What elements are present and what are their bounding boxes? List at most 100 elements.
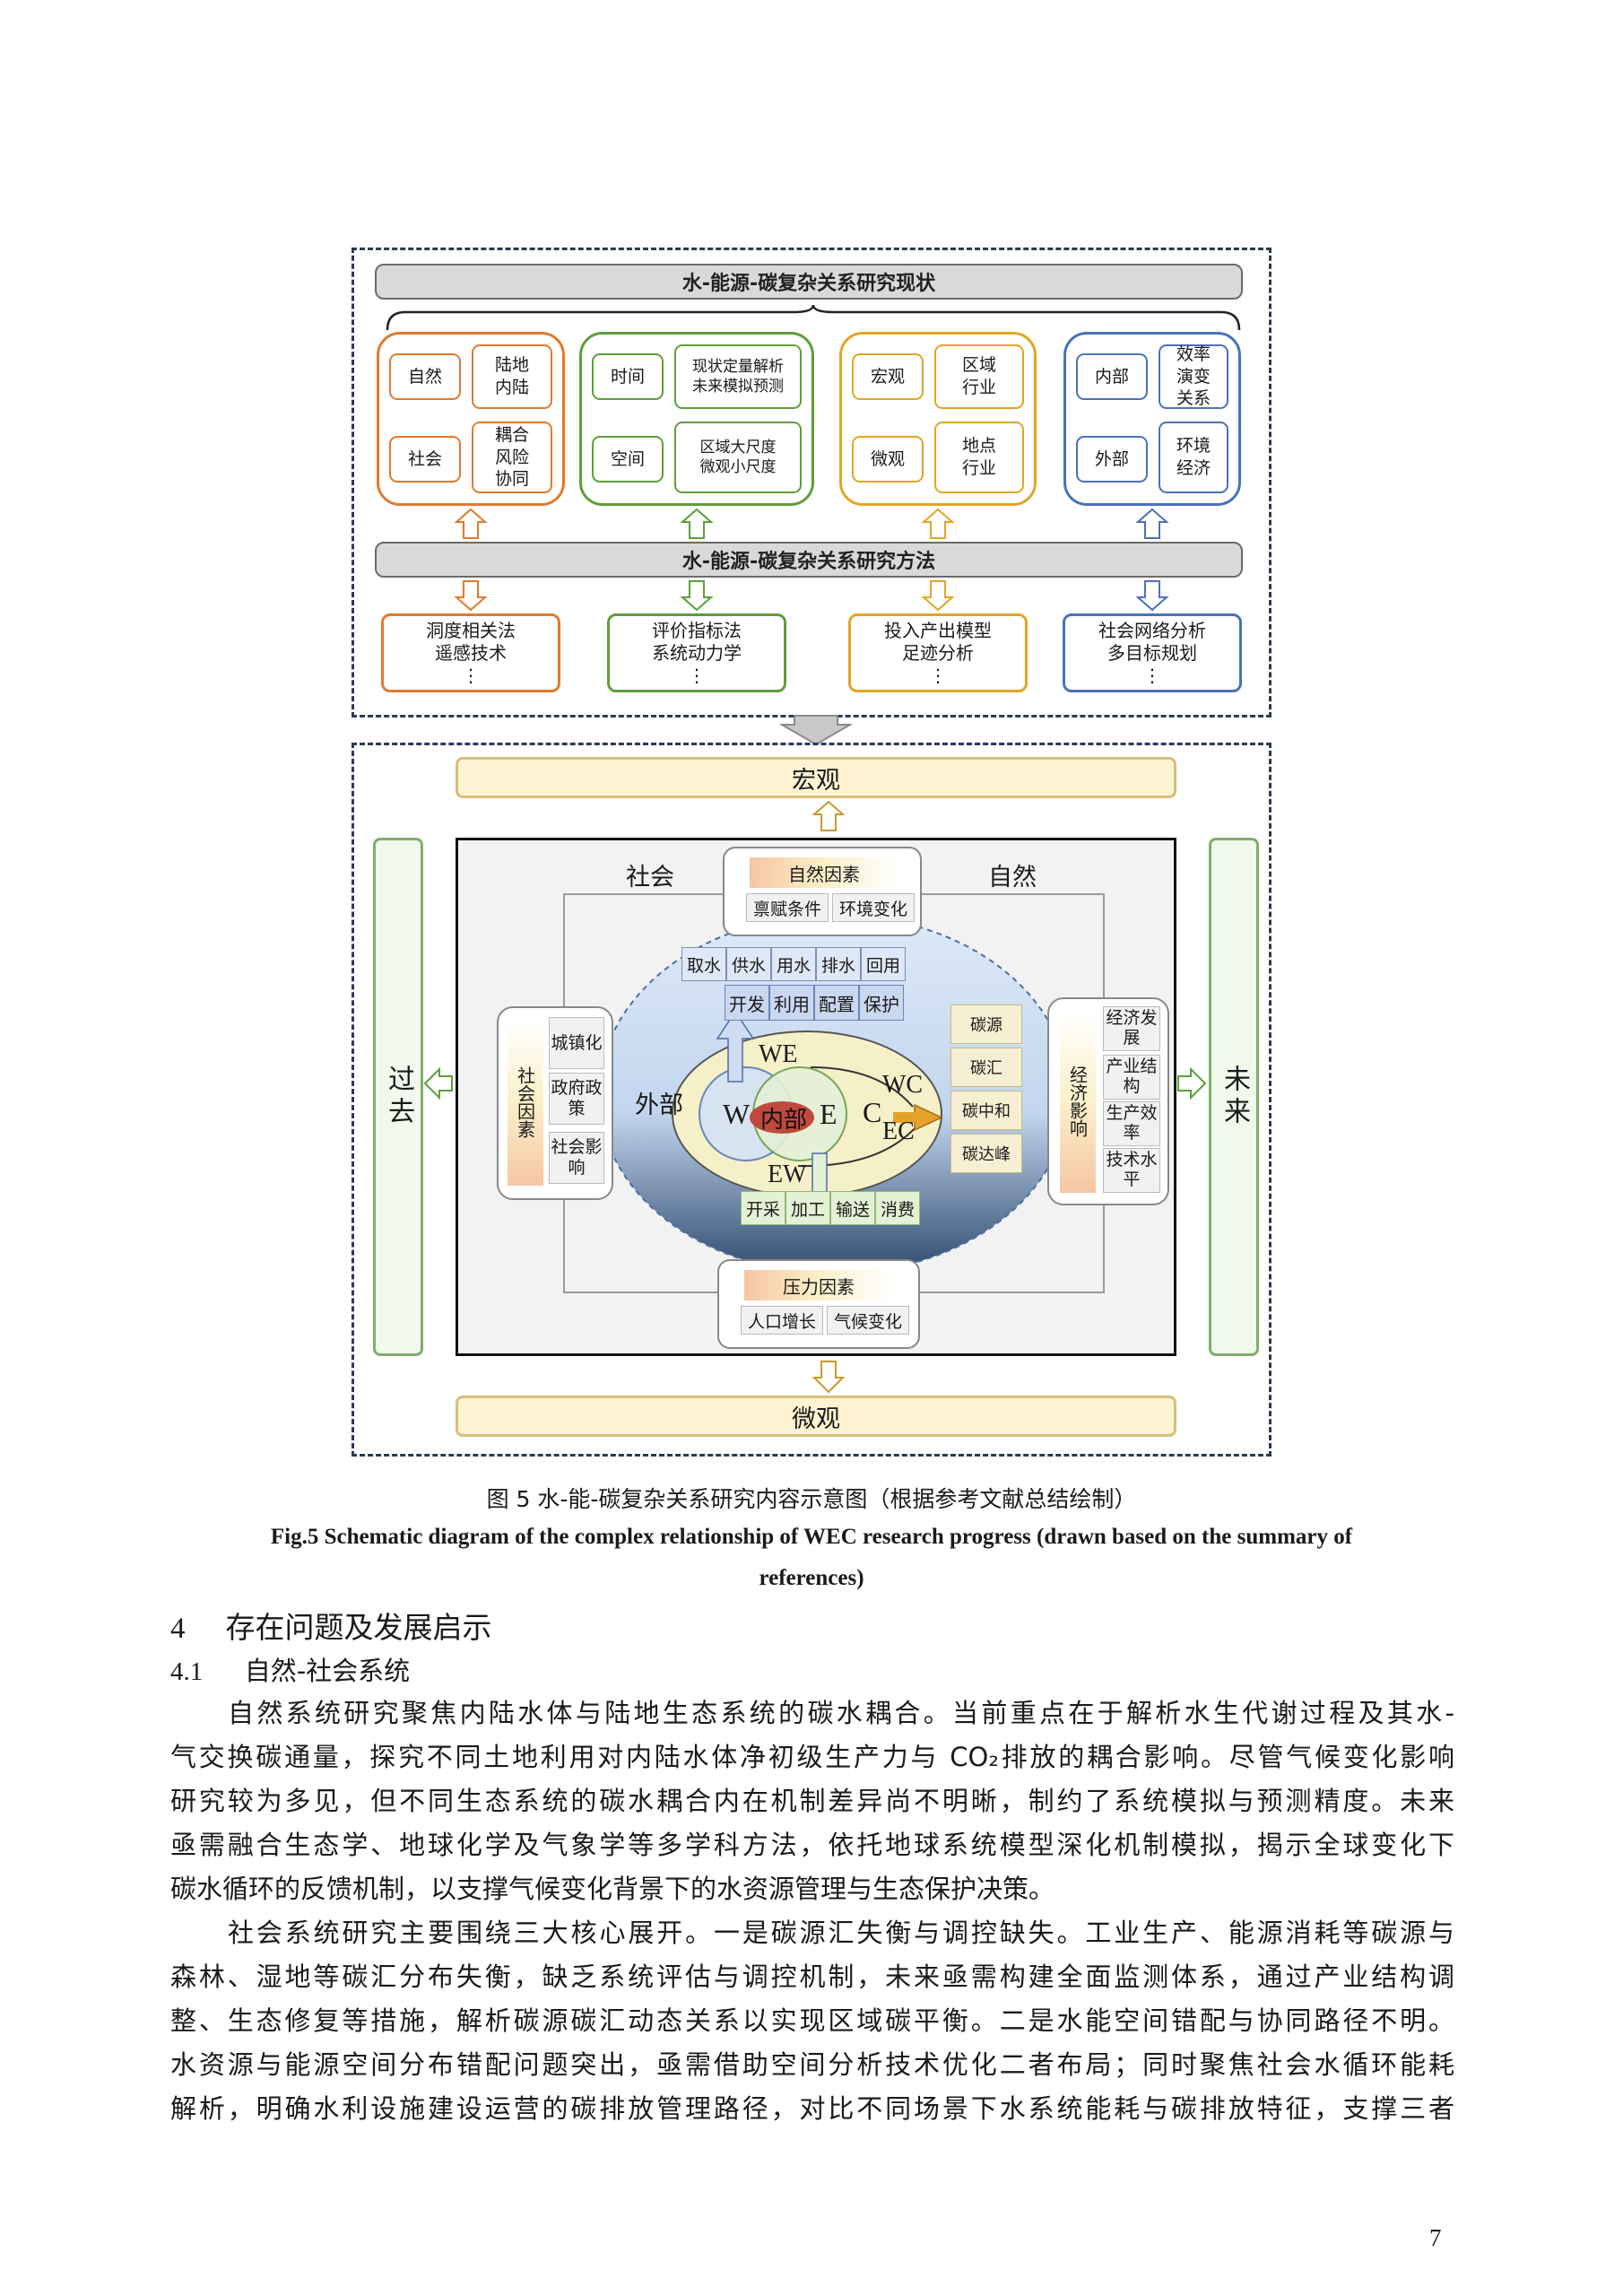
- development-cell: 配置: [814, 985, 859, 1021]
- development-cell: 开发: [725, 985, 769, 1021]
- category-label: 自然: [389, 353, 461, 400]
- body-line: 森林、湿地等碳汇分布失衡，缺乏系统评估与调控机制，未来亟需构建全面监测体系，通过…: [170, 1961, 1454, 1992]
- method-arrow: [1135, 580, 1169, 612]
- economic-impact-item: 经济发展: [1103, 1006, 1160, 1051]
- body-line: 气交换碳通量，探究不同土地利用对内陆水体净初级生产力与 CO₂排放的耦合影响。尽…: [170, 1742, 1454, 1772]
- label-we: WE: [759, 1040, 798, 1068]
- past-bar: 过去: [373, 838, 423, 1356]
- body-line: 亟需融合生态学、地球化学及气象学等多学科方法，依托地球系统模型深化机制模拟，揭示…: [170, 1830, 1454, 1860]
- pressure-factors-item: 人口增长: [741, 1306, 823, 1335]
- label-w: W: [723, 1098, 751, 1130]
- up-arrow-macro: [812, 800, 846, 831]
- label-wc: WC: [882, 1071, 924, 1099]
- method-arrow: [680, 508, 714, 539]
- category-detail: 环境 经济: [1159, 422, 1228, 493]
- economic-impact-item: 技术水平: [1103, 1148, 1160, 1193]
- method-arrow: [454, 580, 488, 612]
- body-line: 研究较为多见，但不同生态系统的碳水耦合内在机制差异尚不明晰，制约了系统模拟与预测…: [170, 1786, 1454, 1816]
- subsection-number: 4.1: [170, 1657, 204, 1686]
- category-label: 微观: [852, 436, 924, 483]
- body-line: 水资源与能源空间分布错配问题突出，亟需借助空间分析技术优化二者布局；同时聚焦社会…: [170, 2049, 1454, 2080]
- category-label: 时间: [592, 353, 664, 400]
- method-arrow: [921, 580, 955, 612]
- bottom-panel: [352, 743, 1271, 1457]
- category-detail: 区域大尺度 微观小尺度: [674, 422, 802, 493]
- water-process-cell: 回用: [861, 947, 906, 981]
- figure-caption-cn: 图 5 水-能-碳复杂关系研究内容示意图（根据参考文献总结绘制）: [486, 1486, 1137, 1512]
- figure-caption-en-1: Fig.5 Schematic diagram of the complex r…: [270, 1525, 1353, 1549]
- category-label: 外部: [1076, 436, 1148, 483]
- down-arrow: [780, 715, 852, 746]
- label-society: 社会: [626, 864, 674, 891]
- social-factor-item: 政府政策: [549, 1073, 604, 1125]
- category-label: 社会: [389, 436, 461, 483]
- method-arrow: [680, 580, 714, 612]
- label-ew: EW: [768, 1161, 807, 1188]
- energy-process-cell: 消费: [875, 1191, 920, 1225]
- methods-title: 水-能源-碳复杂关系研究方法: [375, 542, 1243, 578]
- subsection-heading: 4.1 自然-社会系统: [170, 1650, 410, 1688]
- carbon-cell: 碳汇: [950, 1048, 1022, 1087]
- category-detail: 效率 演变 关系: [1159, 344, 1228, 409]
- method-box: 评价指标法 系统动力学 ⋮: [607, 613, 786, 692]
- brace: [386, 304, 1241, 331]
- method-arrow: [921, 508, 955, 539]
- label-e: E: [820, 1098, 838, 1130]
- economic-impact-item: 产业结构: [1103, 1055, 1160, 1100]
- method-box: 社会网络分析 多目标规划 ⋮: [1063, 613, 1242, 692]
- label-c: C: [863, 1096, 882, 1128]
- natural-factors-title: 自然因素: [750, 857, 898, 888]
- section-number: 4: [170, 1613, 186, 1645]
- category-detail: 陆地 内陆: [472, 344, 552, 409]
- carbon-cell: 碳达峰: [950, 1134, 1022, 1173]
- natural-factors-item: 禀赋条件: [746, 893, 829, 922]
- economic-impact-title: 经济影响: [1060, 1010, 1096, 1193]
- pressure-factors-item: 气候变化: [827, 1306, 909, 1335]
- right-arrow: [1177, 1066, 1207, 1100]
- figure-caption-en-2: references): [759, 1566, 864, 1590]
- label-ec: EC: [882, 1118, 915, 1145]
- category-detail: 现状定量解析 未来模拟预测: [674, 344, 802, 409]
- energy-process-cell: 输送: [830, 1191, 875, 1225]
- social-factor-item: 社会影响: [549, 1132, 604, 1184]
- body-line: 社会系统研究主要围绕三大核心展开。一是碳源汇失衡与调控缺失。工业生产、能源消耗等…: [228, 1918, 1454, 1948]
- status-title: 水-能源-碳复杂关系研究现状: [375, 264, 1243, 300]
- category-detail: 地点 行业: [934, 422, 1024, 493]
- water-process-cell: 排水: [816, 947, 861, 981]
- water-process-cell: 取水: [681, 947, 726, 981]
- future-bar: 未来: [1209, 838, 1259, 1356]
- category-label: 空间: [592, 436, 664, 483]
- micro-bar: 微观: [456, 1396, 1176, 1437]
- subsection-title: 自然-社会系统: [244, 1656, 411, 1686]
- social-factors-title: 社会因素: [508, 1019, 543, 1186]
- category-detail: 区域 行业: [934, 344, 1024, 409]
- body-line: 解析，明确水利设施建设运营的碳排放管理路径，对比不同场景下水系统能耗与碳排放特征…: [170, 2093, 1454, 2124]
- label-inner: 内部: [760, 1107, 808, 1134]
- category-detail: 耦合 风险 协同: [472, 422, 552, 493]
- macro-bar: 宏观: [456, 757, 1176, 798]
- water-process-cell: 供水: [726, 947, 771, 981]
- energy-process-cell: 开采: [741, 1191, 785, 1225]
- body-line: 整、生态修复等措施，解析碳源碳汇动态关系以实现区域碳平衡。二是水能空间错配与协同…: [170, 2005, 1454, 2036]
- method-arrow: [454, 508, 488, 539]
- pressure-factors-title: 压力因素: [744, 1270, 893, 1300]
- development-cell: 保护: [859, 985, 904, 1021]
- method-box: 投入产出模型 足迹分析 ⋮: [848, 613, 1028, 692]
- section-title: 存在问题及发展启示: [225, 1610, 492, 1645]
- carbon-cell: 碳中和: [950, 1091, 1022, 1130]
- method-box: 洞度相关法 遥感技术 ⋮: [381, 613, 560, 692]
- natural-factors-item: 环境变化: [832, 893, 915, 922]
- label-external: 外部: [635, 1091, 683, 1119]
- label-nature: 自然: [988, 864, 1037, 891]
- economic-impact-item: 生产效率: [1103, 1101, 1160, 1146]
- category-label: 内部: [1076, 353, 1148, 400]
- water-process-cell: 用水: [771, 947, 816, 981]
- page-number: 7: [1429, 2224, 1442, 2251]
- method-arrow: [1135, 508, 1169, 539]
- social-factor-item: 城镇化: [549, 1017, 604, 1069]
- section-heading: 4 存在问题及发展启示: [170, 1604, 492, 1647]
- body-line: 自然系统研究聚焦内陆水体与陆地生态系统的碳水耦合。当前重点在于解析水生代谢过程及…: [228, 1698, 1454, 1728]
- left-arrow: [423, 1066, 453, 1100]
- development-cell: 利用: [769, 985, 814, 1021]
- down-arrow-micro: [812, 1361, 846, 1394]
